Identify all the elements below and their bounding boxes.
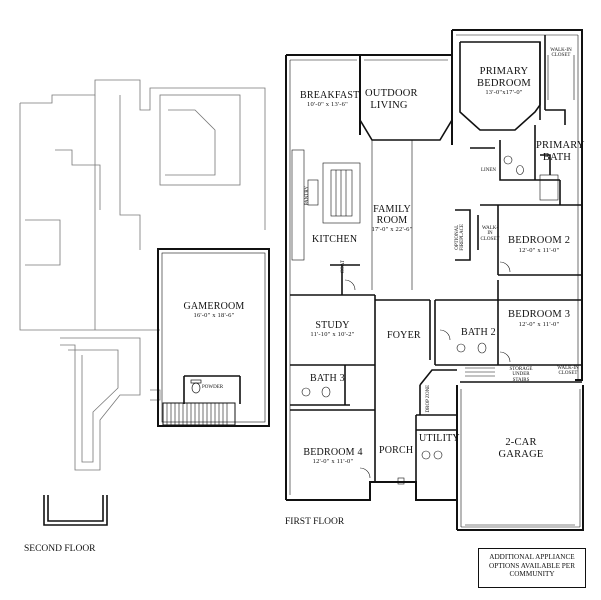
- first-floor-interior-walls: [290, 35, 582, 482]
- second-floor-walls: [43, 495, 108, 526]
- breakfast-name: BREAKFAST: [300, 90, 360, 101]
- family-room-name: FAMILY ROOM: [373, 204, 411, 226]
- utility-label: UTILITY: [419, 433, 460, 444]
- breakfast-label: BREAKFAST 10'-0" x 13'-6": [300, 90, 359, 108]
- bedroom-3-name: BEDROOM 3: [508, 309, 571, 320]
- linen-label: LINEN: [481, 168, 496, 173]
- bedroom-3-dim: 12'-0" x 11'-0": [518, 320, 560, 328]
- family-room-dim: 17'-0" x 22'-6": [371, 226, 413, 233]
- gameroom-stairs: [162, 402, 236, 426]
- study-name: STUDY: [315, 320, 350, 331]
- drop-zone-label: DROP ZONE: [426, 384, 432, 413]
- pantry-label: PANTRY: [305, 185, 311, 206]
- kitchen-label: KITCHEN: [312, 234, 358, 245]
- garage-label: 2-CAR GARAGE: [498, 437, 544, 460]
- walk-in-closet-bed3-label: WALK-IN CLOSET: [557, 366, 579, 377]
- second-floor-title: SECOND FLOOR: [24, 544, 96, 554]
- bath-2-label: BATH 2: [461, 327, 496, 338]
- bedroom-4-name: BEDROOM 4: [303, 447, 363, 458]
- powder-fixtures: [190, 379, 202, 394]
- study-label: STUDY 11'-10" x 10'-2": [305, 320, 360, 338]
- gameroom-dim: 16'-0" x 18'-6": [193, 312, 235, 319]
- outdoor-living-label: OUTDOOR LIVING: [365, 88, 418, 111]
- primary-bedroom-name: PRIMARY BEDROOM: [477, 66, 531, 89]
- second-floor-outline: [19, 79, 266, 471]
- foyer-label: FOYER: [387, 330, 421, 341]
- optional-fireplace-label: OPTIONAL FIREPLACE: [454, 223, 465, 251]
- bedroom-2-label: BEDROOM 2 12'-0" x 11'-0": [508, 235, 570, 254]
- walk-in-closet-primary-label: WALK-IN CLOSET: [550, 48, 572, 59]
- bedroom-2-name: BEDROOM 2: [508, 235, 571, 246]
- primary-bath-label: PRIMARY BATH: [536, 140, 585, 163]
- breakfast-dim: 10'-0" x 13'-6": [307, 101, 348, 108]
- primary-bedroom-label: PRIMARY BEDROOM 13'-0"x17'-0": [472, 66, 536, 96]
- first-floor-details: [289, 34, 581, 528]
- coat-label: COAT: [340, 260, 346, 274]
- first-floor-title: FIRST FLOOR: [285, 517, 345, 527]
- porch-label: PORCH: [379, 445, 414, 456]
- storage-under-stairs-label: STORAGE UNDER STAIRS: [509, 367, 533, 383]
- gameroom-label: GAMEROOM 16'-0" x 18'-6": [178, 301, 250, 319]
- study-dim: 11'-10" x 10'-2": [310, 331, 355, 338]
- bedroom-4-dim: 12'-0" x 11'-0": [312, 458, 354, 465]
- powder-label: POWDER: [202, 385, 224, 390]
- bedroom-3-label: BEDROOM 3 12'-0" x 11'-0": [508, 309, 570, 328]
- family-room-label: FAMILY ROOM 17'-0" x 22'-6": [364, 204, 420, 233]
- bath-3-label: BATH 3: [310, 373, 345, 384]
- primary-bedroom-dim: 13'-0"x17'-0": [485, 89, 523, 97]
- bedroom-4-label: BEDROOM 4 12'-0" x 11'-0": [302, 447, 364, 465]
- gameroom-name: GAMEROOM: [183, 301, 245, 312]
- bedroom-2-dim: 12'-0" x 11'-0": [518, 246, 560, 254]
- walk-in-closet-bed2-label: WALK-IN CLOSET: [480, 226, 500, 242]
- appliance-note: ADDITIONAL APPLIANCE OPTIONS AVAILABLE P…: [478, 548, 586, 588]
- gameroom-walls: [157, 248, 270, 427]
